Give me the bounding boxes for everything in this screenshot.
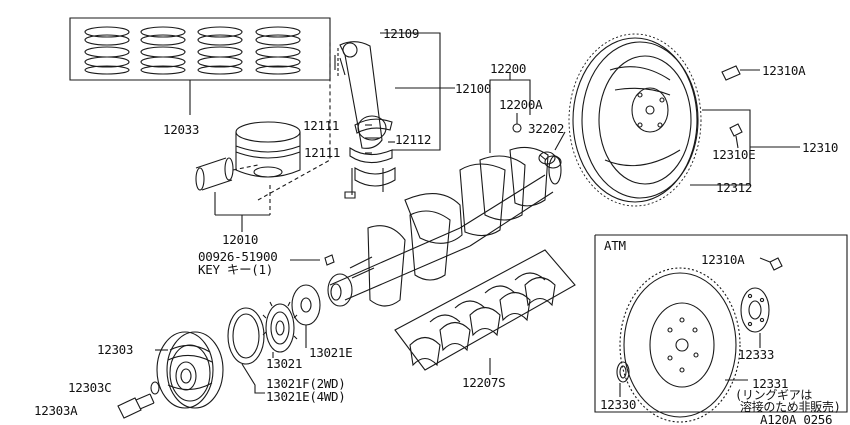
crankshaft <box>290 146 562 307</box>
ring-stack-1 <box>84 26 130 75</box>
label-key: KEY キー(1) <box>198 262 273 277</box>
label-13021: 13021 <box>266 356 303 371</box>
label-12200: 12200 <box>490 61 527 76</box>
flywheel-teeth <box>568 33 702 207</box>
ring-stack-2 <box>140 26 186 75</box>
label-12112: 12112 <box>395 132 432 147</box>
connecting-rod <box>334 32 455 199</box>
label-12333: 12333 <box>738 347 775 362</box>
label-13021E: 13021E <box>309 345 353 360</box>
diagram-code: A120A 0256 <box>760 412 833 425</box>
label-12109: 12109 <box>383 26 420 41</box>
piston-ring-set <box>69 17 331 115</box>
label-12303C: 12303C <box>68 380 112 395</box>
label-12303: 12303 <box>97 342 134 357</box>
label-12310A-atm: 12310A <box>701 252 745 267</box>
atm-box <box>594 234 848 423</box>
label-12200A: 12200A <box>499 97 543 112</box>
label-12331-note-1: (リングギアは <box>735 388 813 402</box>
main-bearing-leader <box>489 72 531 153</box>
label-13021F-2wd: 13021F(2WD) <box>266 376 346 391</box>
label-12111-lower: 12111 <box>304 145 341 160</box>
label-12310E: 12310E <box>712 147 756 162</box>
label-12310A: 12310A <box>762 63 806 78</box>
label-12331: 12331 <box>752 376 789 391</box>
pilot-bushing <box>538 131 566 169</box>
piston <box>195 40 331 232</box>
label-12033: 12033 <box>163 122 200 137</box>
label-12010: 12010 <box>222 232 259 247</box>
label-13021E-4wd: 13021E(4WD) <box>266 389 346 404</box>
conrod-bearing-set <box>394 249 576 375</box>
crank-sprocket-group <box>227 284 321 394</box>
flywheel-mt <box>568 33 800 207</box>
label-32202: 32202 <box>528 121 565 136</box>
label-12111-upper: 12111 <box>303 118 340 133</box>
label-00926-51900: 00926-51900 <box>198 249 278 264</box>
label-12312: 12312 <box>716 180 753 195</box>
label-atm: ATM <box>604 238 626 253</box>
label-12310: 12310 <box>802 140 839 155</box>
ring-stack-4 <box>255 26 301 75</box>
label-12330: 12330 <box>600 397 637 412</box>
label-12100: 12100 <box>455 81 492 96</box>
woodruff-key <box>324 254 335 266</box>
label-12331-note-2: 溶接のため非販売) <box>740 400 841 414</box>
label-12207S: 12207S <box>462 375 506 390</box>
crank-pulley <box>117 331 224 419</box>
ring-stack-3 <box>197 26 243 75</box>
label-12303A: 12303A <box>34 403 78 418</box>
